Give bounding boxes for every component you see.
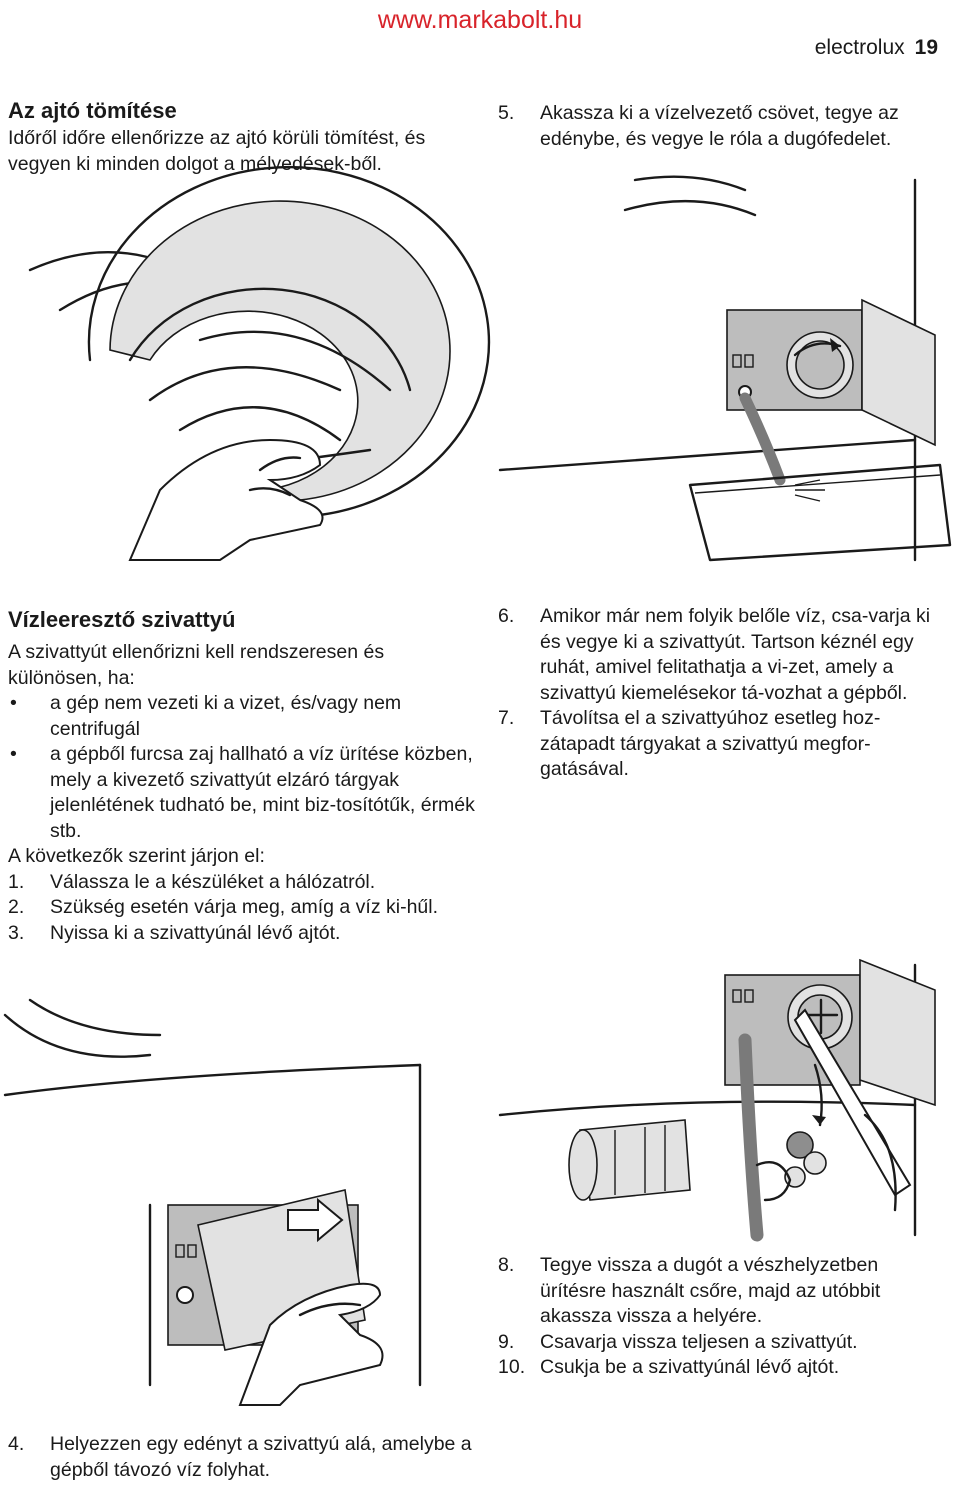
step-item: 9.Csavarja vissza teljesen a szivattyút. (498, 1330, 858, 1353)
step-item: 7.Távolítsa el a szivattyúhoz esetleg ho… (498, 707, 881, 780)
step-item: 1.Válassza le a készüléket a hálózatról. (8, 870, 376, 893)
step-item: 4.Helyezzen egy edényt a szivattyú alá, … (8, 1433, 472, 1481)
step-item: 2.Szükség esetén várja meg, amíg a víz k… (8, 896, 439, 918)
list-item: a gépből furcsa zaj hallható a víz üríté… (8, 742, 476, 844)
step-item: 3.Nyissa ki a szivattyúnál lévő ajtót. (8, 921, 341, 944)
door-seal-heading: Az ajtó tömítése (8, 98, 177, 123)
step-5-block: 5.Akassza ki a vízelvezető csövet, tegye… (498, 101, 948, 152)
door-seal-text: Időről időre ellenőrizze az ajtó körüli … (8, 127, 426, 175)
door-seal-section: Az ajtó tömítése Időről időre ellenőrizz… (8, 98, 476, 177)
open-pump-door-illustration (3, 998, 422, 1406)
pump-section: Vízleeresztő szivattyú A szivattyút elle… (8, 607, 476, 946)
step-item: 10.Csukja be a szivattyúnál lévő ajtót. (498, 1356, 840, 1378)
page-header: electrolux 19 (815, 36, 938, 60)
step-item: 8.Tegye vissza a dugót a vészhelyzetben … (498, 1254, 881, 1327)
step-4-block: 4.Helyezzen egy edényt a szivattyú alá, … (8, 1432, 476, 1483)
steps-6-7-block: 6.Amikor már nem folyik belőle víz, csa-… (498, 604, 948, 783)
brand-name: electrolux (814, 36, 905, 59)
page-number: 19 (914, 36, 938, 59)
pump-intro: A szivattyút ellenőrizni kell rendszeres… (8, 641, 385, 689)
pump-debris-illustration (498, 958, 936, 1242)
pump-conditions: a gép nem vezeti ki a vizet, és/vagy nem… (8, 691, 476, 844)
site-url[interactable]: www.markabolt.hu (377, 6, 583, 34)
procedure-label: A következők szerint járjon el: (8, 845, 265, 867)
pump-heading: Vízleeresztő szivattyú (8, 607, 236, 632)
pump-drain-illustration (498, 175, 952, 562)
door-seal-illustration (28, 165, 491, 561)
step-item: 6.Amikor már nem folyik belőle víz, csa-… (498, 605, 931, 704)
steps-1-3: 1.Válassza le a készüléket a hálózatról.… (8, 870, 476, 947)
steps-8-10-block: 8.Tegye vissza a dugót a vészhelyzetben … (498, 1253, 948, 1381)
list-item: a gép nem vezeti ki a vizet, és/vagy nem… (8, 691, 476, 742)
step-item: 5.Akassza ki a vízelvezető csövet, tegye… (498, 102, 899, 150)
